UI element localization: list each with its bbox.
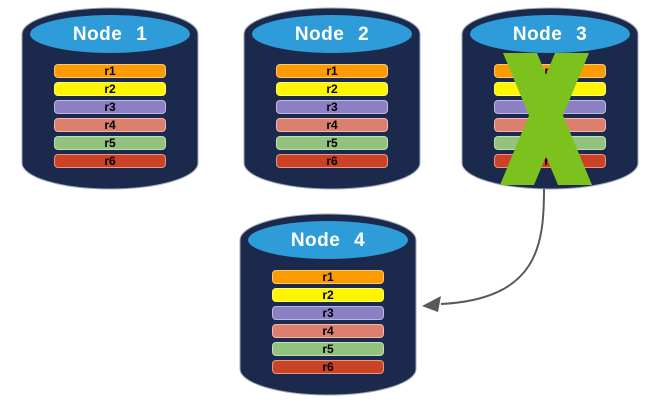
node-3-label: Node 3	[512, 24, 588, 45]
replica-row-r1: r1	[276, 64, 388, 78]
node-3-rows: r1 r2 r3 r4 r5 r6	[494, 64, 606, 168]
replica-row-r2: r2	[54, 82, 166, 96]
node-2-label: Node 2	[294, 24, 370, 45]
replica-row-r3: r3	[276, 100, 388, 114]
replica-row-r5: r5	[276, 136, 388, 150]
replica-row-r6: r6	[54, 154, 166, 168]
replica-row-r4: r4	[272, 324, 384, 338]
replica-row-r3: r3	[494, 100, 606, 114]
replica-row-r1: r1	[54, 64, 166, 78]
replica-row-r6: r6	[272, 360, 384, 374]
node-4: Node 4 r1 r2 r3 r4 r5 r6	[239, 212, 417, 398]
replica-row-r1: r1	[494, 64, 606, 78]
failover-arrow	[440, 188, 545, 305]
replica-row-r1: r1	[272, 270, 384, 284]
node-4-rows: r1 r2 r3 r4 r5 r6	[272, 270, 384, 374]
replica-row-r6: r6	[494, 154, 606, 168]
replica-row-r3: r3	[272, 306, 384, 320]
replica-row-r4: r4	[494, 118, 606, 132]
replica-row-r3: r3	[54, 100, 166, 114]
replica-row-r4: r4	[54, 118, 166, 132]
node-1-label: Node 1	[72, 24, 148, 45]
node-2-rows: r1 r2 r3 r4 r5 r6	[276, 64, 388, 168]
node-1-rows: r1 r2 r3 r4 r5 r6	[54, 64, 166, 168]
node-2: Node 2 r1 r2 r3 r4 r5 r6	[243, 6, 421, 192]
replica-row-r5: r5	[494, 136, 606, 150]
node-3: Node 3 r1 r2 r3 r4 r5 r6	[461, 6, 639, 192]
node-4-label: Node 4	[290, 230, 366, 251]
replica-row-r2: r2	[494, 82, 606, 96]
replica-row-r5: r5	[272, 342, 384, 356]
node-1: Node 1 r1 r2 r3 r4 r5 r6	[21, 6, 199, 192]
replica-row-r2: r2	[272, 288, 384, 302]
replica-row-r2: r2	[276, 82, 388, 96]
replica-row-r6: r6	[276, 154, 388, 168]
replica-row-r5: r5	[54, 136, 166, 150]
replica-row-r4: r4	[276, 118, 388, 132]
failover-arrowhead-icon	[422, 296, 441, 312]
